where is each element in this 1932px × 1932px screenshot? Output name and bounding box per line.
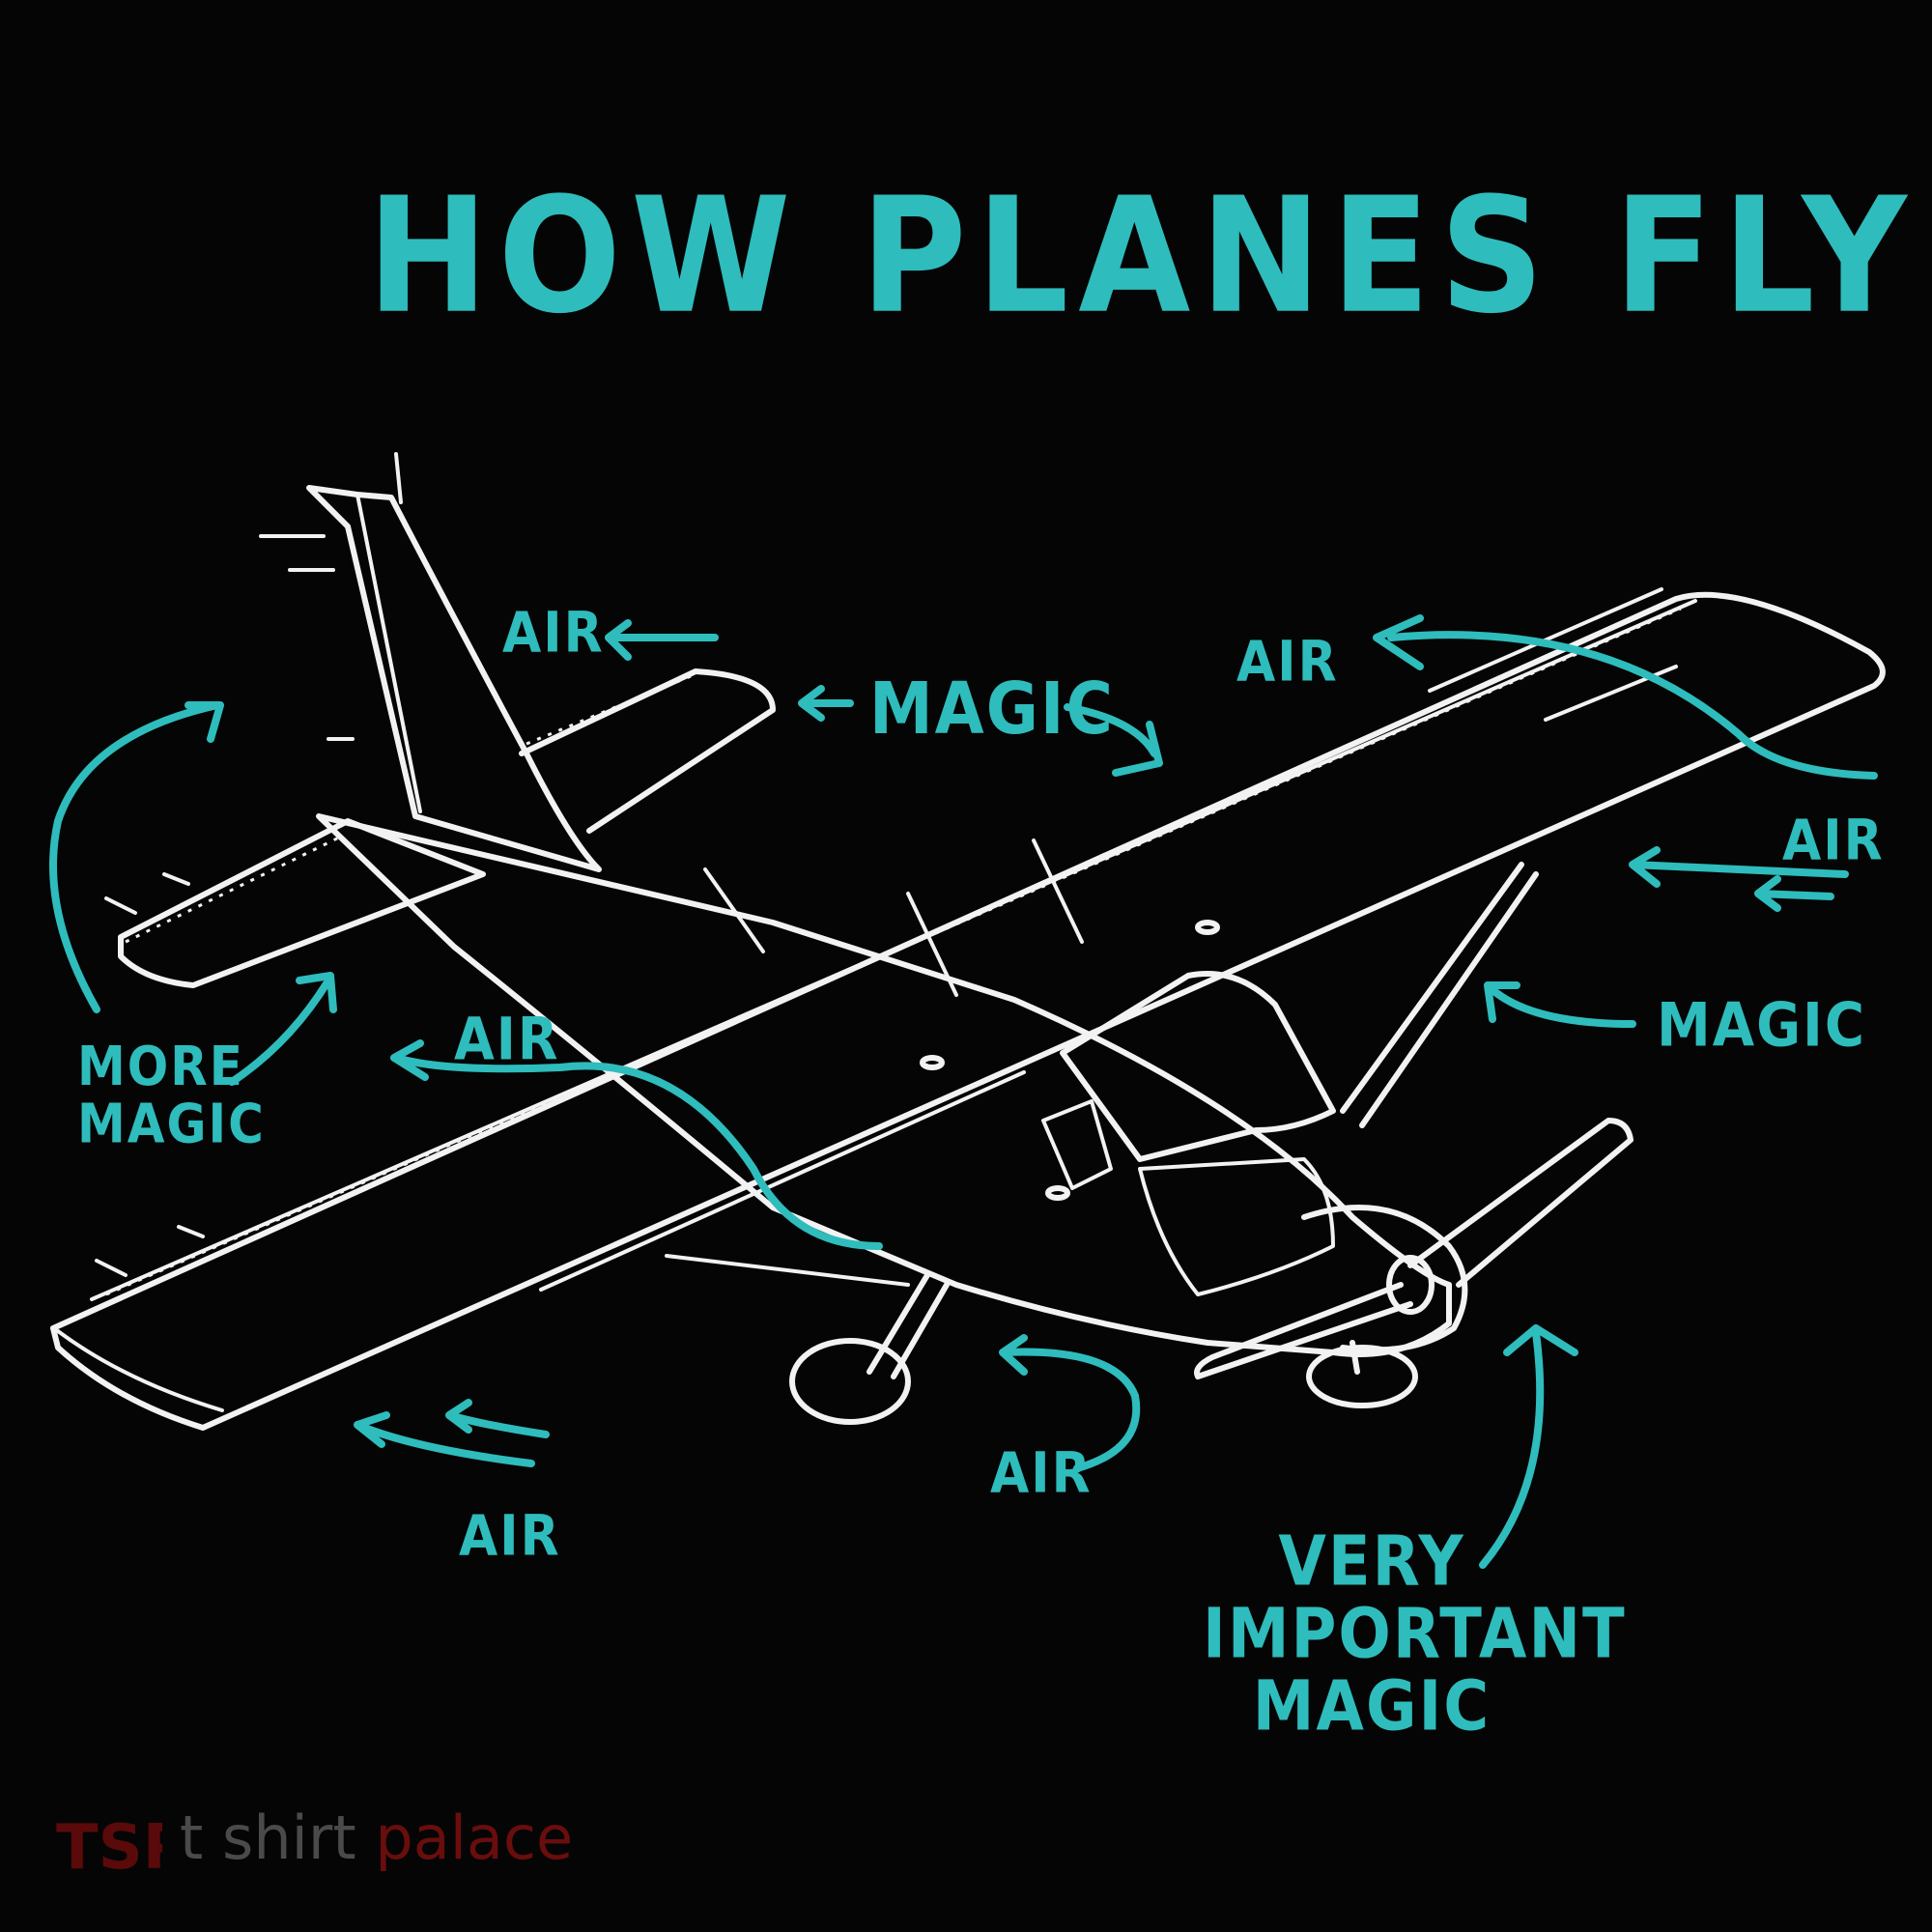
wing-light-3 xyxy=(1045,1185,1070,1201)
leading-edge-ridges xyxy=(105,607,1682,1296)
label-more-magic-line2: MAGIC xyxy=(77,1092,266,1155)
label-air-wing-top: AIR xyxy=(1236,629,1339,695)
side-window xyxy=(1041,1099,1113,1190)
watermark-text-2: palace xyxy=(355,1803,574,1873)
label-air-right: AIR xyxy=(1782,808,1885,873)
arrow-magic-right xyxy=(1064,703,1163,777)
arrow-air-tail xyxy=(605,619,719,661)
arrow-air-mid xyxy=(390,1039,883,1250)
wing-strut xyxy=(1340,862,1539,1128)
label-air-mid: AIR xyxy=(454,1005,560,1074)
main-wing xyxy=(50,591,1886,1431)
propeller-hub xyxy=(1386,1255,1435,1315)
label-more-magic: MORE MAGIC xyxy=(77,1035,266,1155)
label-air-bottom-center: AIR xyxy=(990,1440,1093,1506)
plane-drawing xyxy=(50,452,1886,1431)
page-title: HOW PLANES FLY xyxy=(367,164,1917,350)
cockpit-window xyxy=(1138,1157,1335,1296)
watermark-text-1: t shirt xyxy=(180,1803,356,1873)
h-stabilizer-left xyxy=(118,818,486,988)
label-important-line: IMPORTANT xyxy=(1203,1594,1627,1675)
label-more-magic-line1: MORE xyxy=(77,1035,244,1098)
main-gear-leg xyxy=(867,1272,950,1379)
nose-wheel xyxy=(1306,1345,1418,1408)
arrow-air-bottom-center xyxy=(999,1334,1141,1472)
propeller-lower xyxy=(1194,1282,1413,1379)
tsp-logo: TSP xyxy=(56,1812,162,1878)
vertical-tail xyxy=(306,485,602,872)
arrow-air-bottom-left-1 xyxy=(354,1411,535,1467)
fuselage xyxy=(316,813,1452,1357)
cockpit xyxy=(1060,971,1336,1162)
propeller-upper xyxy=(1407,1118,1634,1288)
gear-strut xyxy=(665,1254,910,1287)
arrow-magic-strut xyxy=(1484,981,1636,1028)
h-stabilizer-right xyxy=(519,668,776,834)
arrow-more-magic-short xyxy=(228,972,337,1086)
wing-light-2 xyxy=(920,1055,945,1070)
label-magic-top: MAGIC xyxy=(869,667,1115,751)
label-magic-line: MAGIC xyxy=(1252,1667,1492,1747)
antennas xyxy=(95,452,1084,1277)
wing-tip-left xyxy=(56,1329,224,1412)
arrow-more-magic-arc xyxy=(49,701,224,1013)
main-wheel xyxy=(789,1338,911,1425)
rudder-line xyxy=(355,493,422,813)
label-very-important-magic: VERY IMPORTANT MAGIC xyxy=(1203,1521,1627,1747)
label-very-line: VERY xyxy=(1278,1521,1465,1603)
arrow-magic-left xyxy=(798,685,854,722)
annotation-arrows xyxy=(49,614,1878,1569)
label-air-bottom-left: AIR xyxy=(459,1503,561,1569)
arrow-air-wing-top xyxy=(1373,614,1878,780)
tsp-logo-text: TSP xyxy=(56,1812,162,1878)
arrow-air-bottom-left-2 xyxy=(445,1399,550,1438)
arrow-air-right-2 xyxy=(1754,875,1834,912)
label-air-tail: AIR xyxy=(502,600,605,666)
arrow-very-important xyxy=(1479,1324,1578,1569)
label-magic-right: MAGIC xyxy=(1657,990,1866,1062)
main-wing-flap-line xyxy=(539,1070,1026,1292)
watermark: TSP t shirt palace xyxy=(56,1803,573,1884)
wing-light-1 xyxy=(1195,920,1220,935)
arrow-air-right-1 xyxy=(1629,846,1849,888)
watermark-text: t shirt palace xyxy=(180,1803,573,1873)
